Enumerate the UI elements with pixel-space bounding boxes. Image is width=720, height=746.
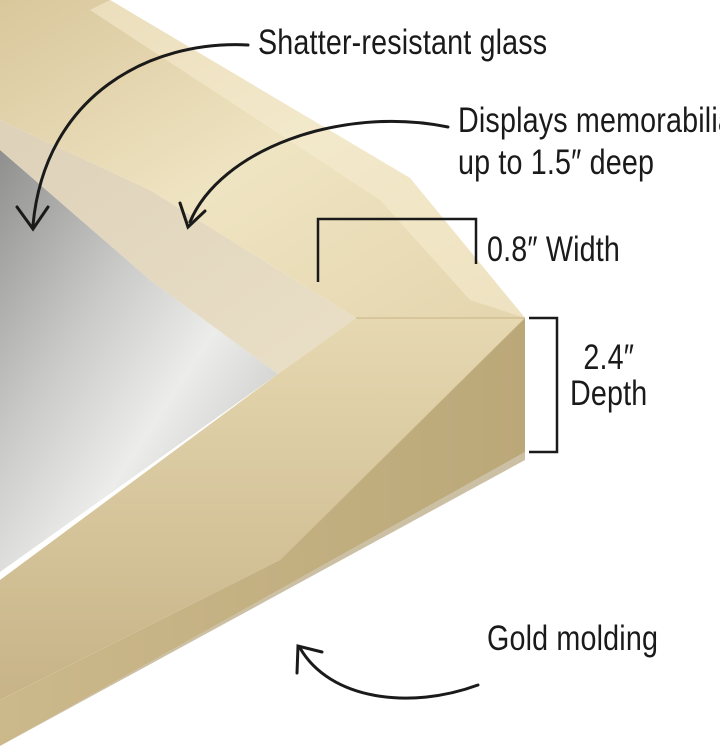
curved-arrow-icon — [295, 644, 480, 700]
backing-board — [0, 150, 278, 572]
frame-top-arm — [0, 0, 525, 318]
depth-capacity-callout: Displays memorabilia up to 1.5″ deep — [458, 100, 720, 184]
depth-capacity-line2: up to 1.5″ deep — [458, 143, 655, 182]
inner-lip — [0, 120, 356, 374]
width-callout: 0.8″ Width — [487, 230, 621, 269]
depth-capacity-line1: Displays memorabilia — [458, 101, 720, 140]
frame-bottom-arm — [0, 318, 525, 700]
dimension-bracket-icon — [316, 217, 478, 282]
curved-arrow-icon — [15, 43, 250, 232]
frame-right-side — [0, 318, 525, 746]
glass-callout: Shatter-resistant glass — [258, 23, 548, 62]
depth-value: 2.4″ — [583, 338, 635, 377]
dimension-bracket-icon — [529, 316, 559, 454]
curved-arrow-icon — [178, 119, 450, 230]
depth-label: Depth — [570, 374, 648, 413]
molding-callout: Gold molding — [487, 619, 659, 658]
depth-callout: 2.4″ Depth — [570, 340, 647, 412]
